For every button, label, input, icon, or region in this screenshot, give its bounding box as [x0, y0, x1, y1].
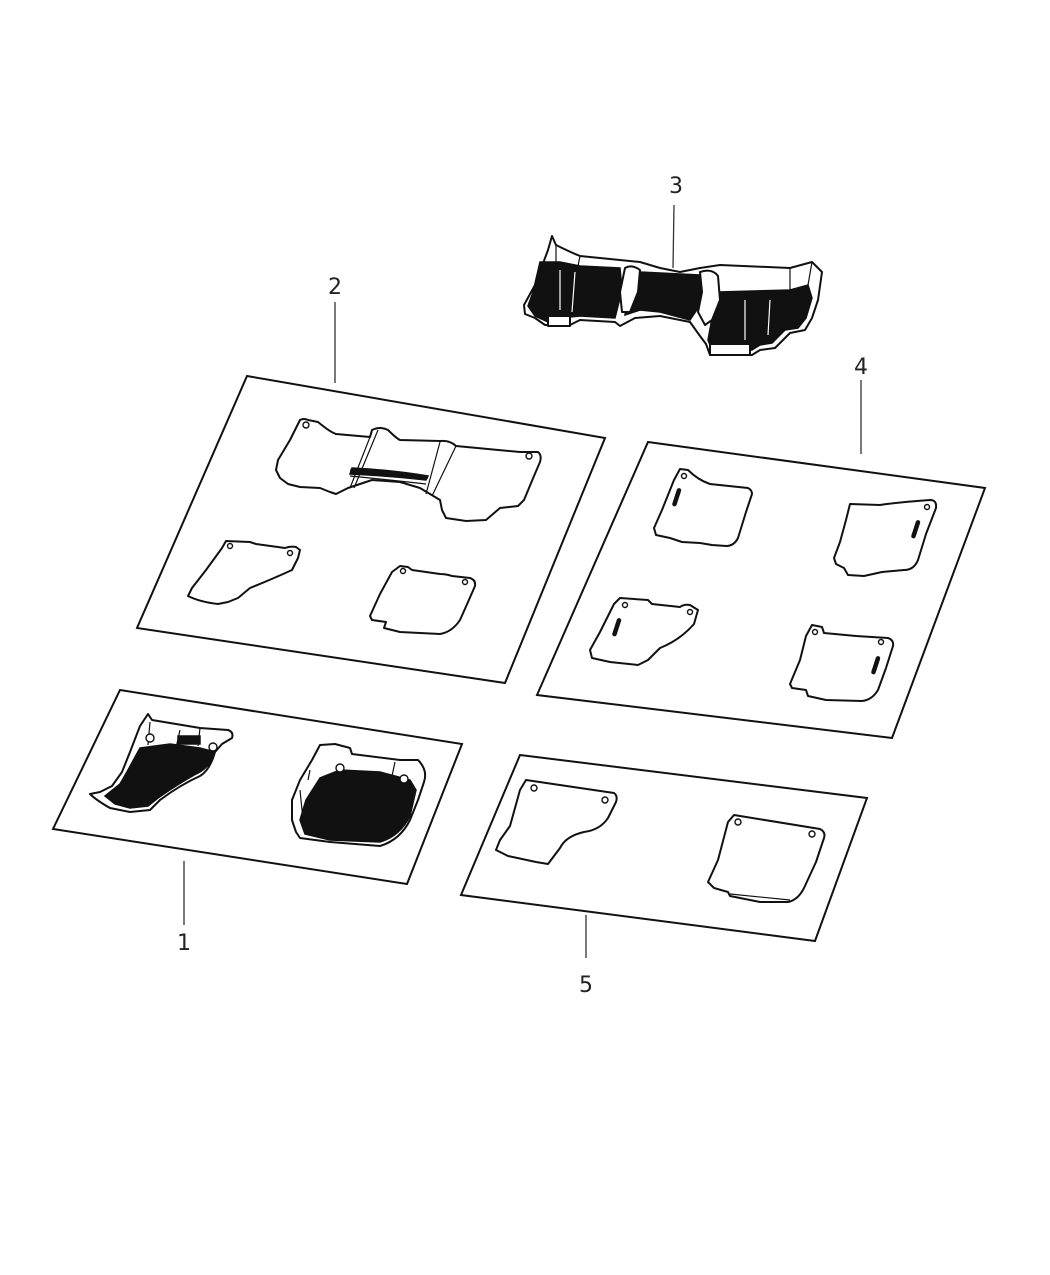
mat-4-logo-badge [672, 488, 682, 507]
mat-2-tunnel-ridge [349, 429, 457, 497]
callout-label-2: 2 [328, 275, 342, 300]
mat-2-front-left [187, 540, 301, 605]
part-5-front-floor-mat-set-panel[interactable] [459, 753, 869, 958]
callout-label-4: 4 [854, 355, 868, 380]
mat-5-front-left [495, 779, 618, 865]
callout-label-1: 1 [177, 931, 191, 956]
panel-2 [135, 374, 607, 685]
mat-2-rear-one-piece [275, 418, 542, 522]
liner-1-right-texture [299, 769, 417, 843]
liner-3-texture-left [527, 261, 623, 323]
liner-3-tunnel-hump [697, 269, 721, 326]
part-1-front-floor-liner-panel[interactable] [51, 688, 464, 925]
mat-4-logo-badge [911, 520, 921, 539]
panel-4 [535, 440, 987, 740]
mat-2-front-right [369, 565, 477, 635]
part-2-floor-mat-set-panel[interactable] [135, 302, 607, 685]
mat-4-front-left [589, 597, 699, 666]
part-4-floor-mat-set-panel[interactable] [535, 380, 987, 740]
callout-label-3: 3 [669, 174, 683, 199]
liner-3-texture-right [707, 284, 813, 351]
part-3-rear-floor-liner[interactable] [523, 204, 823, 356]
mat-4-logo-badge [612, 618, 622, 637]
mat-5-front-right [707, 814, 826, 903]
mat-4-logo-badge [871, 656, 881, 675]
leader-line-3 [672, 204, 675, 269]
liner-1-left-texture [103, 743, 216, 809]
mat-4-front-right [789, 624, 895, 702]
callout-label-5: 5 [579, 973, 593, 998]
mat-4-rear-right [833, 499, 938, 577]
